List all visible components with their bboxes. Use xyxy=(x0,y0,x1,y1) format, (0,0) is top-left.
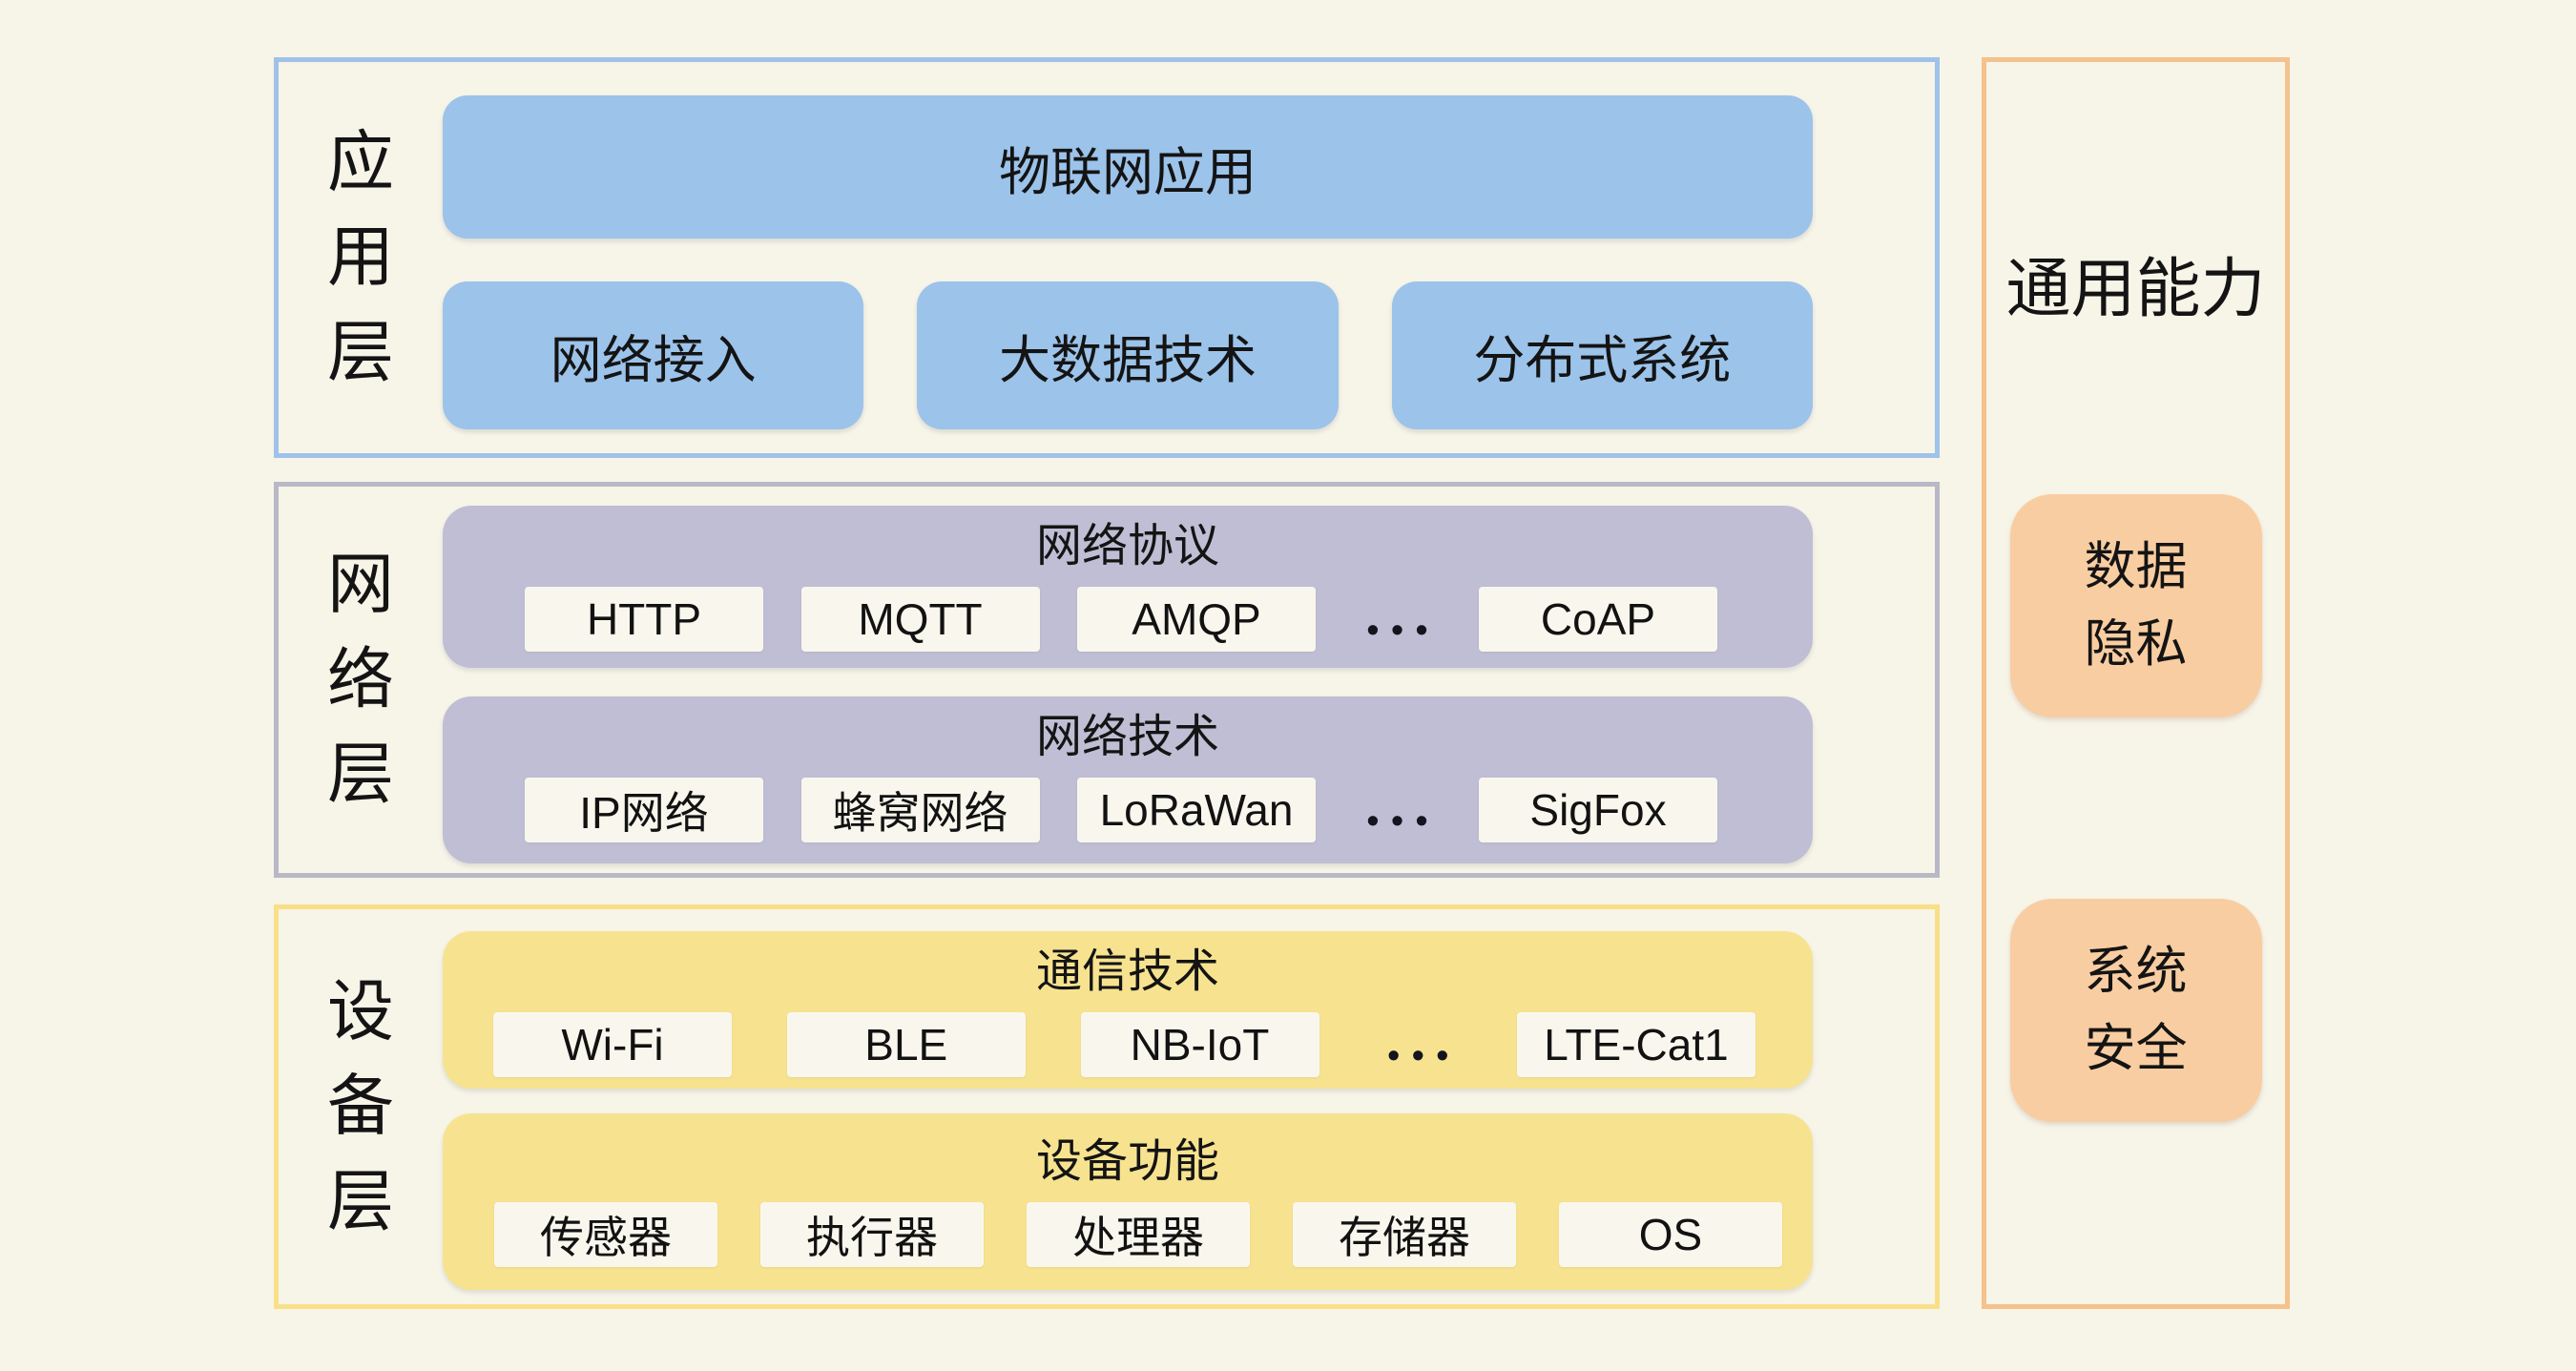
network-technologies-chip-row: IP网络 蜂窝网络 LoRaWan ••• SigFox xyxy=(443,777,1813,842)
network-protocols-title: 网络协议 xyxy=(1035,521,1219,571)
device-functions-group: 设备功能 传感器 执行器 处理器 存储器 OS xyxy=(443,1113,1813,1290)
chip-cellular-network: 蜂窝网络 xyxy=(800,777,1040,842)
common-capabilities-title: 通用能力 xyxy=(2005,253,2266,325)
device-layer-label: 设 备 层 xyxy=(327,973,394,1238)
chip-wifi: Wi-Fi xyxy=(493,1011,732,1077)
device-functions-chip-row: 传感器 执行器 处理器 存储器 OS xyxy=(443,1201,1813,1267)
chip-storage: 存储器 xyxy=(1293,1201,1516,1267)
data-privacy-card: 数据 隐私 xyxy=(2009,494,2262,717)
chip-lorawan: LoRaWan xyxy=(1077,777,1316,842)
network-technologies-title: 网络技术 xyxy=(1035,712,1219,762)
application-layer-label: 应 用 层 xyxy=(327,124,394,389)
network-protocols-group: 网络协议 HTTP MQTT AMQP ••• CoAP xyxy=(443,506,1813,668)
system-security-card: 系统 安全 xyxy=(2009,899,2262,1122)
communication-technologies-group: 通信技术 Wi-Fi BLE NB-IoT ••• LTE-Cat1 xyxy=(443,931,1813,1089)
application-layer-content: 物联网应用 网络接入 大数据技术 分布式系统 xyxy=(443,62,1813,453)
distributed-system-box: 分布式系统 xyxy=(1391,281,1813,429)
ellipsis-dots-icon: ••• xyxy=(1387,1034,1462,1074)
application-layer-section: 应 用 层 物联网应用 网络接入 大数据技术 分布式系统 xyxy=(274,57,1940,458)
chip-amqp: AMQP xyxy=(1077,586,1316,652)
ellipsis-dots-icon: ••• xyxy=(1366,800,1441,840)
big-data-technology-box: 大数据技术 xyxy=(917,281,1339,429)
chip-processor: 处理器 xyxy=(1027,1201,1250,1267)
chip-ble: BLE xyxy=(786,1011,1026,1077)
network-layer-content: 网络协议 HTTP MQTT AMQP ••• CoAP 网络技术 IP网络 蜂… xyxy=(443,487,1813,873)
chip-sigfox: SigFox xyxy=(1479,777,1717,842)
chip-actuator: 执行器 xyxy=(760,1201,984,1267)
network-technologies-group: 网络技术 IP网络 蜂窝网络 LoRaWan ••• SigFox xyxy=(443,696,1813,863)
communication-technologies-title: 通信技术 xyxy=(1035,946,1219,997)
device-layer-content: 通信技术 Wi-Fi BLE NB-IoT ••• LTE-Cat1 设备功能 … xyxy=(443,909,1813,1304)
chip-nbiot: NB-IoT xyxy=(1080,1011,1319,1077)
application-items-row: 网络接入 大数据技术 分布式系统 xyxy=(443,281,1813,429)
network-access-box: 网络接入 xyxy=(443,281,864,429)
communication-technologies-chip-row: Wi-Fi BLE NB-IoT ••• LTE-Cat1 xyxy=(443,1011,1813,1077)
ellipsis-dots-icon: ••• xyxy=(1366,609,1441,649)
device-layer-section: 设 备 层 通信技术 Wi-Fi BLE NB-IoT ••• LTE-Cat1… xyxy=(274,904,1940,1309)
network-layer-label: 网 络 层 xyxy=(327,547,394,812)
common-capabilities-panel: 通用能力 数据 隐私 系统 安全 xyxy=(1982,57,2290,1309)
chip-mqtt: MQTT xyxy=(800,586,1040,652)
chip-lte-cat1: LTE-Cat1 xyxy=(1517,1011,1755,1077)
chip-http: HTTP xyxy=(525,586,763,652)
chip-sensor: 传感器 xyxy=(494,1201,717,1267)
chip-ip-network: IP网络 xyxy=(525,777,763,842)
network-layer-section: 网 络 层 网络协议 HTTP MQTT AMQP ••• CoAP 网络技术 … xyxy=(274,482,1940,878)
network-protocols-chip-row: HTTP MQTT AMQP ••• CoAP xyxy=(443,586,1813,652)
chip-coap: CoAP xyxy=(1479,586,1717,652)
device-functions-title: 设备功能 xyxy=(1035,1136,1219,1187)
chip-os: OS xyxy=(1559,1201,1782,1267)
iot-application-box: 物联网应用 xyxy=(443,95,1813,239)
